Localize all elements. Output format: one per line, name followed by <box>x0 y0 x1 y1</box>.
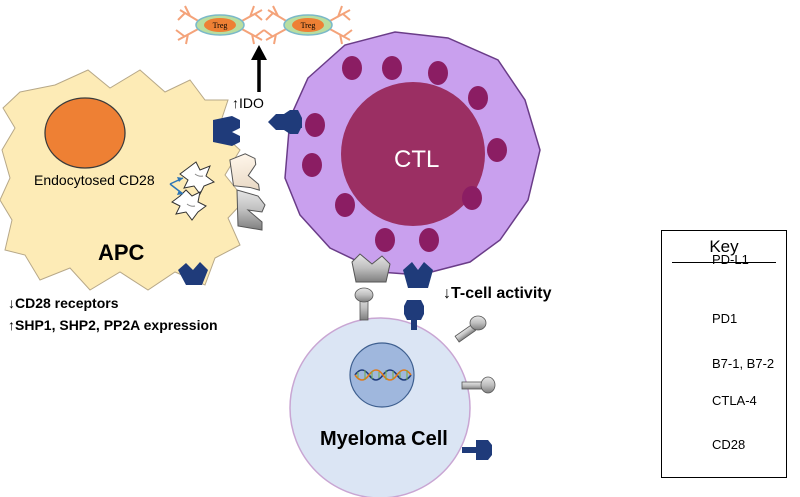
key-legend: Key PD-L1 PD1 B7-1, B7-2 CTLA-4 CD28 <box>661 230 787 478</box>
ctl-nucleus <box>341 82 485 226</box>
ido-arrow <box>251 45 267 92</box>
ctla4-receptor-apc <box>178 116 240 285</box>
dna-icon <box>354 369 412 381</box>
b7-receptor-ctl <box>268 110 302 134</box>
cd28-receptor-apc <box>229 153 260 191</box>
pd-l1-receptor-myeloma-top <box>354 287 374 321</box>
ctla4-receptor-ctl-bottom <box>403 262 433 288</box>
key-item-ctla4: CTLA-4 <box>712 393 757 408</box>
ido-label: ↑IDO <box>232 95 264 111</box>
ctl-label: CTL <box>394 146 440 173</box>
endocytosed-cd28-vesicles <box>169 161 216 221</box>
b7-receptor-myeloma-top <box>404 300 424 330</box>
cd28-receptors-label: ↓CD28 receptors <box>8 295 119 311</box>
key-item-pd1: PD1 <box>712 311 738 326</box>
pd-l1-receptor-myeloma-right <box>454 315 496 394</box>
tcell-activity-label: ↓T-cell activity <box>443 285 552 302</box>
key-item-b7: B7-1, B7-2 <box>712 356 775 371</box>
key-item-cd28: CD28 <box>712 437 746 452</box>
treg-cell-right <box>263 5 353 45</box>
treg-cell-left <box>175 5 265 45</box>
key-divider <box>672 262 776 263</box>
endocytosed-cd28-label: Endocytosed CD28 <box>34 172 155 188</box>
ctl-granules <box>302 56 507 252</box>
shp-expression-label: ↑SHP1, SHP2, PP2A expression <box>8 317 218 333</box>
treg-label-right: Treg <box>301 21 316 30</box>
key-item-pd-l1: PD-L1 <box>712 252 749 267</box>
apc-nucleus <box>44 97 126 169</box>
pd1-receptor-apc <box>236 189 266 231</box>
key-title: Key <box>709 237 739 256</box>
pd1-receptor-ctl-bottom <box>351 253 391 283</box>
myeloma-label: Myeloma Cell <box>320 428 448 450</box>
treg-label-left: Treg <box>213 21 228 30</box>
b7-receptor-myeloma-right <box>462 440 492 460</box>
apc-label: APC <box>98 240 145 265</box>
myeloma-nucleus <box>349 342 415 408</box>
